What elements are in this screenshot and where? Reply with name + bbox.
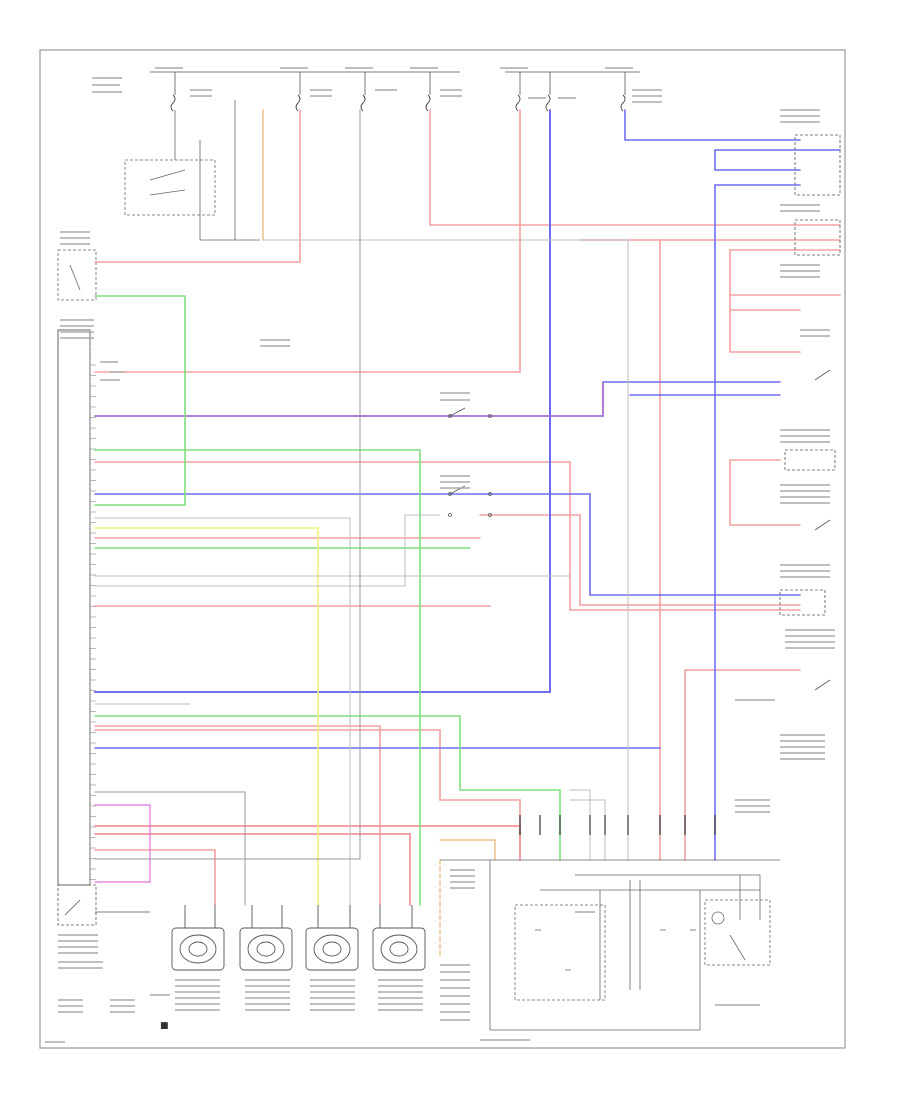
wire-green bbox=[94, 715, 561, 861]
sensor-icon bbox=[239, 927, 293, 971]
wire-red bbox=[729, 459, 801, 526]
wire-harness bbox=[94, 109, 841, 956]
wire-gray bbox=[94, 109, 361, 860]
actuator-connector-box bbox=[440, 859, 780, 1031]
fuse-symbols bbox=[170, 94, 626, 112]
wire-yellow bbox=[94, 527, 319, 906]
wire-gray bbox=[94, 517, 351, 906]
wire-gray bbox=[569, 789, 591, 861]
wire-blue bbox=[624, 109, 801, 141]
wire-red bbox=[729, 249, 801, 353]
connector-terminals bbox=[519, 815, 716, 835]
sensor-icon bbox=[372, 927, 426, 971]
wire-red bbox=[94, 825, 521, 861]
wire-red bbox=[94, 109, 301, 263]
wire-gray bbox=[94, 791, 246, 906]
wire-green bbox=[94, 449, 421, 906]
wire-red bbox=[94, 833, 411, 906]
wire-blue bbox=[714, 149, 801, 171]
wire-gray bbox=[94, 514, 441, 587]
wire-gray bbox=[262, 239, 629, 861]
ground-icon: ■ bbox=[160, 1021, 169, 1031]
wheel-speed-sensors bbox=[171, 905, 426, 971]
wire-red bbox=[94, 849, 216, 906]
wire-purple bbox=[94, 381, 604, 417]
wire-magenta bbox=[94, 804, 151, 883]
sensor-icon bbox=[305, 927, 359, 971]
sensor-icon bbox=[171, 927, 225, 971]
left-relay bbox=[57, 249, 97, 301]
wire-red bbox=[94, 461, 801, 611]
bottom-left-switch bbox=[57, 884, 170, 996]
brake-switch-mid bbox=[448, 407, 492, 517]
wire-blue bbox=[94, 109, 551, 693]
right-side-switches bbox=[779, 134, 841, 691]
wire-orange bbox=[439, 839, 496, 861]
ignition-switch-group bbox=[124, 100, 260, 241]
diagram-border bbox=[39, 49, 846, 1049]
ecu-module bbox=[57, 329, 91, 886]
top-fuse-bus bbox=[150, 71, 640, 95]
component-labels bbox=[45, 67, 835, 1043]
wire-red bbox=[429, 109, 841, 226]
wire-blue bbox=[94, 493, 801, 596]
wire-gray bbox=[569, 799, 606, 861]
ecu-pin-ticks bbox=[90, 364, 96, 880]
wire-green bbox=[94, 295, 186, 506]
wire-red bbox=[479, 514, 801, 606]
wire-red bbox=[94, 109, 521, 373]
wire-red bbox=[94, 725, 381, 906]
